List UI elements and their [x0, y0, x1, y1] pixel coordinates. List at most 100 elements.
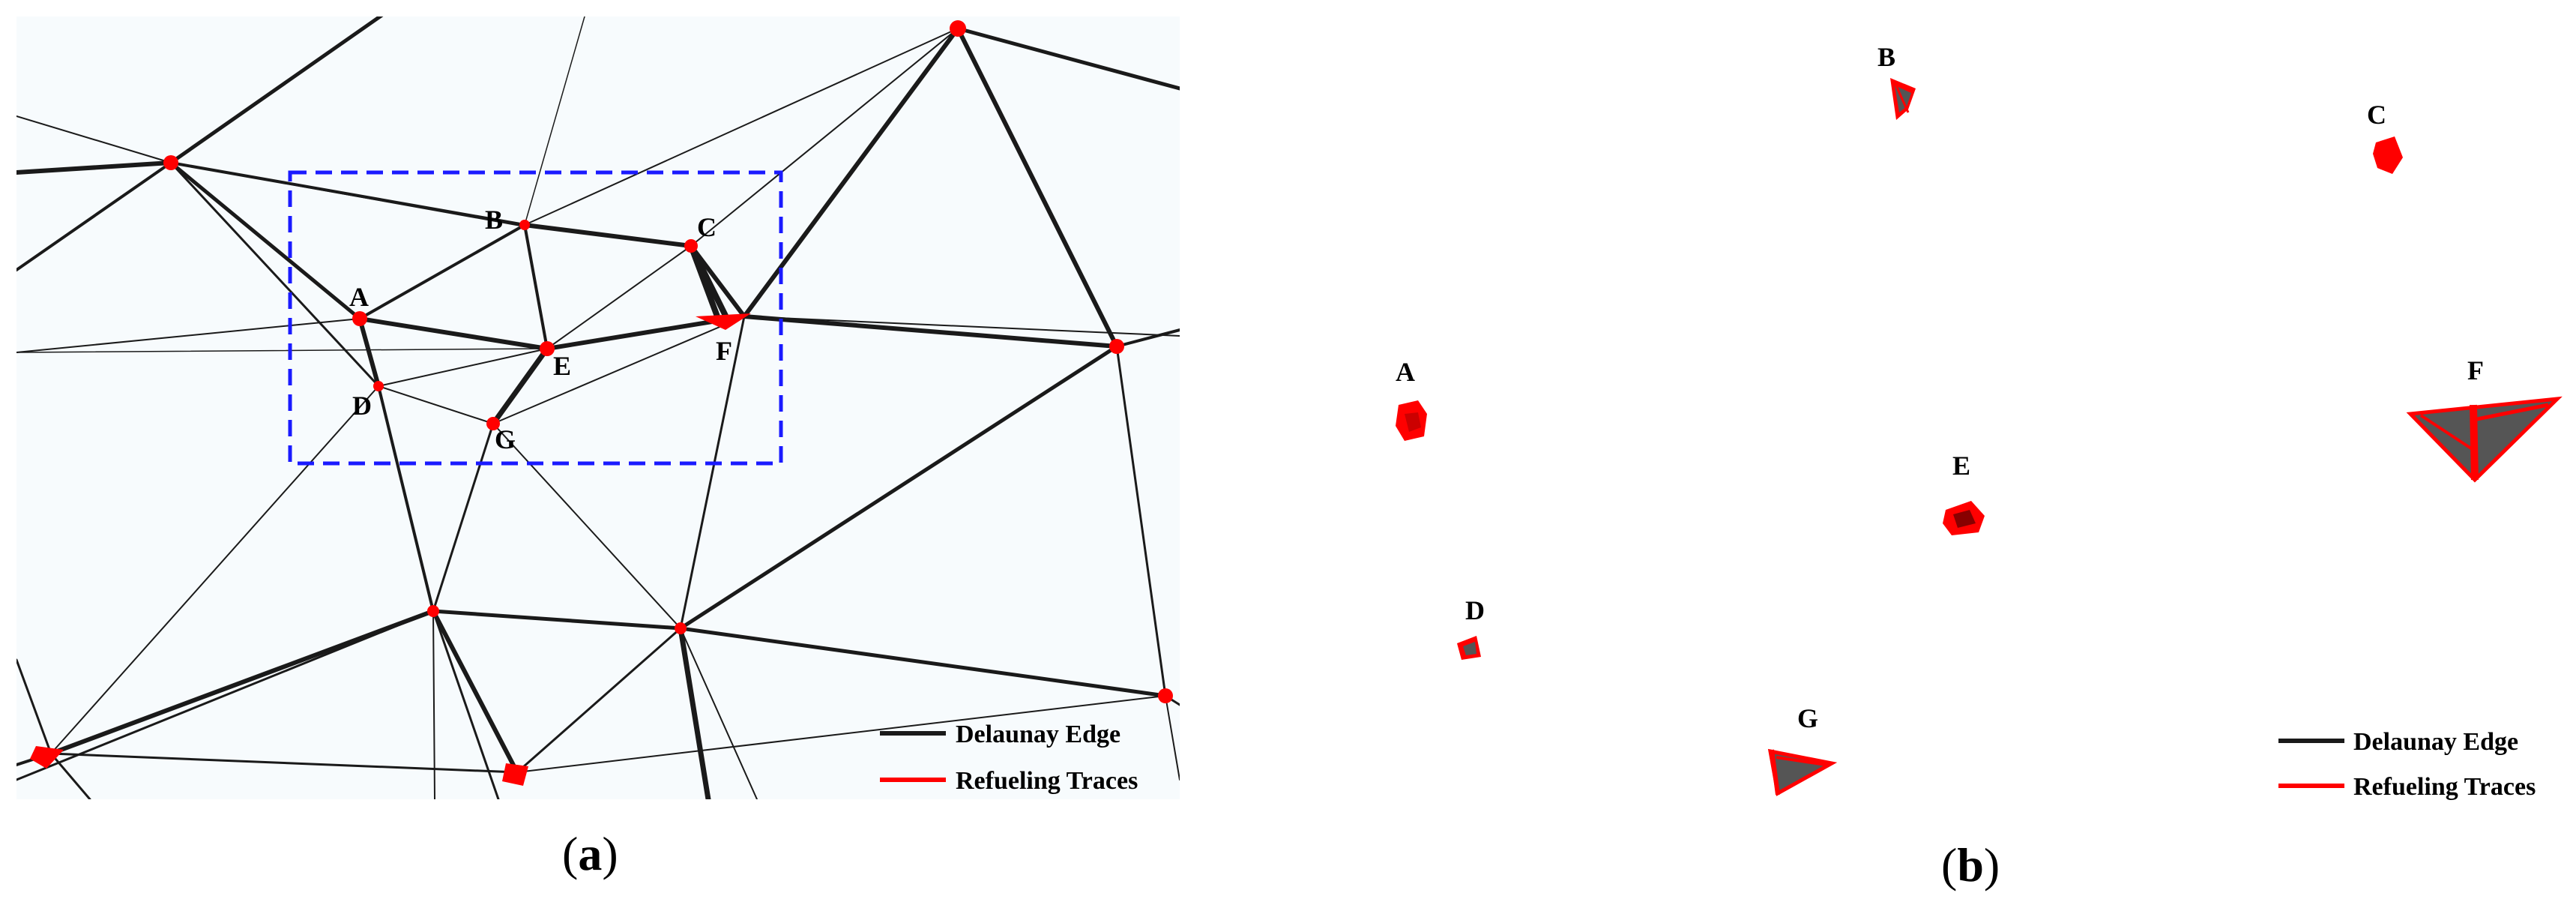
delaunay-edge: [431, 609, 519, 775]
node-cluster-c: [2373, 136, 2403, 174]
station-node: [1109, 339, 1124, 354]
node-cluster-b: [1890, 78, 1916, 120]
caption-a: (a): [562, 827, 618, 880]
delaunay-edge: [169, 160, 362, 321]
delaunay-edge: [49, 752, 519, 774]
delaunay-edge: [492, 423, 681, 629]
delaunay-edge: [743, 316, 1180, 337]
delaunay-edge: [49, 609, 435, 756]
label-d-b: D: [1465, 595, 1485, 625]
delaunay-edge: [16, 115, 172, 163]
legend-refueling-label-b: Refueling Traces: [2353, 773, 2536, 801]
caption-b: (b): [1941, 838, 2000, 892]
delaunay-edge: [690, 28, 959, 247]
panel-b: B C A F E D G Delaunay Edge Refueling Tr…: [1396, 42, 2563, 892]
station-node: [1158, 688, 1173, 703]
legend-delaunay-label-b: Delaunay Edge: [2353, 728, 2518, 756]
delaunay-edge: [16, 348, 548, 353]
label-f-b: F: [2467, 355, 2484, 385]
delaunay-edge: [169, 16, 384, 165]
delaunay-edge: [546, 245, 692, 349]
label-f: F: [716, 336, 732, 366]
label-b-b: B: [1877, 42, 1895, 72]
station-node: [30, 746, 64, 769]
label-e-b: E: [1952, 451, 1970, 481]
delaunay-edge: [358, 223, 526, 320]
node-cluster-g: [1767, 748, 1838, 796]
station-node-g: [486, 417, 500, 430]
delaunay-edge: [378, 348, 548, 387]
selection-box: [288, 170, 783, 466]
node-cluster-d: [1457, 636, 1481, 660]
refueling-traces-a: [30, 20, 1173, 786]
delaunay-edge: [956, 26, 1119, 349]
legend-a: Delaunay Edge Refueling Traces: [880, 721, 1138, 795]
delaunay-edge: [432, 610, 500, 799]
delaunay-edge: [378, 385, 494, 424]
panel-a: A B C D E F G Delaunay Edge Refueling Tr…: [16, 16, 1180, 880]
delaunay-edge: [1115, 345, 1167, 697]
delaunay-edge: [431, 609, 683, 631]
panel-a-background: [16, 16, 1180, 799]
station-node-b: [519, 220, 530, 230]
delaunay-edge: [688, 243, 730, 322]
delaunay-edge: [16, 318, 361, 353]
delaunay-edge: [516, 627, 682, 774]
station-node: [427, 605, 439, 617]
delaunay-edge: [956, 26, 1180, 91]
label-e: E: [553, 351, 571, 381]
station-node-f: [696, 313, 751, 330]
delaunay-edge: [16, 161, 172, 271]
delaunay-edge: [679, 315, 746, 630]
delaunay-edge: [524, 28, 959, 226]
delaunay-edge: [678, 625, 711, 799]
legend-delaunay-label: Delaunay Edge: [956, 721, 1120, 748]
station-node-a: [352, 311, 367, 326]
legend-b: Delaunay Edge Refueling Traces: [2278, 728, 2536, 801]
node-labels-b: B C A F E D G: [1396, 42, 2484, 733]
delaunay-edge: [49, 752, 91, 799]
label-g: G: [495, 424, 516, 454]
label-c-b: C: [2367, 100, 2386, 130]
delaunay-edge: [377, 385, 435, 613]
station-node: [950, 20, 966, 37]
label-a: A: [349, 282, 369, 312]
delaunay-edge: [1165, 695, 1180, 781]
delaunay-edge: [169, 161, 382, 390]
station-node-c: [684, 239, 698, 253]
delaunay-edge: [678, 626, 1168, 698]
delaunay-edge: [524, 16, 585, 226]
station-node: [675, 622, 687, 634]
node-cluster-a: [1396, 400, 1427, 441]
label-g-b: G: [1797, 703, 1818, 733]
label-b: B: [485, 205, 503, 235]
station-node-e: [540, 341, 555, 356]
legend-refueling-label: Refueling Traces: [956, 767, 1138, 795]
delaunay-edge: [16, 610, 435, 781]
node-labels-a: A B C D E F G: [349, 205, 732, 454]
delaunay-edge: [358, 316, 549, 351]
delaunay-edge: [50, 385, 379, 754]
delaunay-edge: [432, 422, 495, 613]
delaunay-edge: [170, 162, 525, 227]
delaunay-edge: [516, 695, 1166, 773]
delaunay-edge: [490, 346, 550, 427]
station-node-d: [373, 381, 384, 391]
delaunay-edge: [358, 316, 381, 388]
node-cluster-f: [2406, 396, 2563, 483]
delaunay-edge: [522, 223, 693, 248]
delaunay-edge: [492, 316, 745, 424]
label-a-b: A: [1396, 357, 1415, 387]
delaunay-network: [16, 16, 1180, 799]
station-node: [163, 155, 178, 170]
delaunay-edge: [680, 628, 758, 799]
label-d: D: [352, 391, 372, 421]
label-c: C: [697, 212, 717, 242]
delaunay-edge: [523, 223, 549, 350]
station-node: [502, 763, 528, 786]
node-cluster-e: [1943, 501, 1985, 535]
delaunay-edge: [742, 314, 1119, 349]
delaunay-edge: [16, 160, 173, 175]
delaunay-edge: [1115, 328, 1180, 348]
